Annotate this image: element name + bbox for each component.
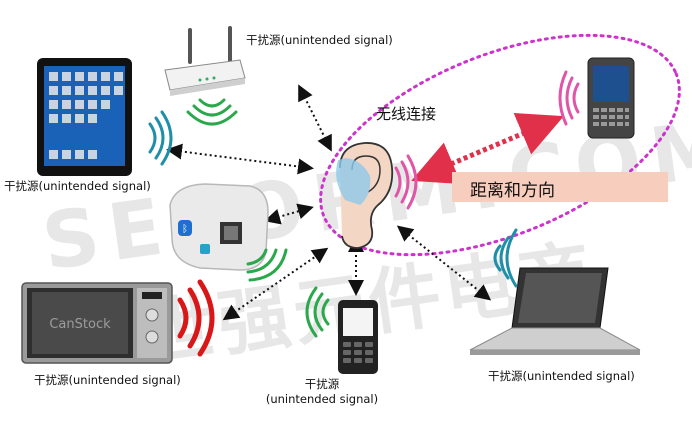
ear-waves bbox=[394, 154, 418, 210]
router-waves bbox=[186, 98, 238, 126]
arrow-router-ear bbox=[298, 84, 332, 152]
label-phone-line2: (unintended signal) bbox=[265, 392, 379, 406]
tablet-waves bbox=[148, 110, 173, 166]
label-router: 干扰源(unintended signal) bbox=[246, 33, 393, 47]
svg-text:ᛒ: ᛒ bbox=[182, 224, 188, 235]
label-microwave: 干扰源(unintended signal) bbox=[34, 373, 181, 387]
distance-arrow bbox=[411, 112, 564, 185]
wireless-connection-loop bbox=[319, 33, 681, 257]
smartphone-icon bbox=[587, 57, 635, 139]
hearing-aid-waves bbox=[246, 248, 288, 282]
label-phone-line1: 干扰源 bbox=[304, 377, 340, 391]
tablet-icon bbox=[37, 58, 132, 176]
smartphone-waves bbox=[558, 70, 580, 126]
mobile-phone-waves bbox=[305, 286, 330, 338]
microwave-logo-text: CanStock bbox=[49, 317, 111, 332]
arrow-hearingaid-ear bbox=[264, 203, 314, 225]
arrow-microwave-ear bbox=[222, 247, 329, 321]
laptop-icon bbox=[469, 267, 641, 355]
hearing-aid-icon: ᛒ bbox=[169, 183, 269, 271]
label-tablet: 干扰源(unintended signal) bbox=[4, 179, 151, 193]
microwave-waves bbox=[177, 279, 215, 357]
microwave-icon bbox=[21, 282, 173, 364]
label-laptop: 干扰源(unintended signal) bbox=[488, 369, 635, 383]
router-icon bbox=[164, 26, 246, 96]
arrow-tablet-ear bbox=[166, 143, 314, 175]
label-wireless: 无线连接 bbox=[376, 105, 437, 123]
label-distance: 距离和方向 bbox=[470, 181, 555, 201]
arrow-laptop-ear bbox=[396, 225, 492, 301]
distance-box bbox=[452, 172, 668, 202]
ear-icon bbox=[336, 142, 394, 249]
mobile-phone-icon bbox=[338, 300, 378, 374]
laptop-waves bbox=[493, 228, 518, 288]
